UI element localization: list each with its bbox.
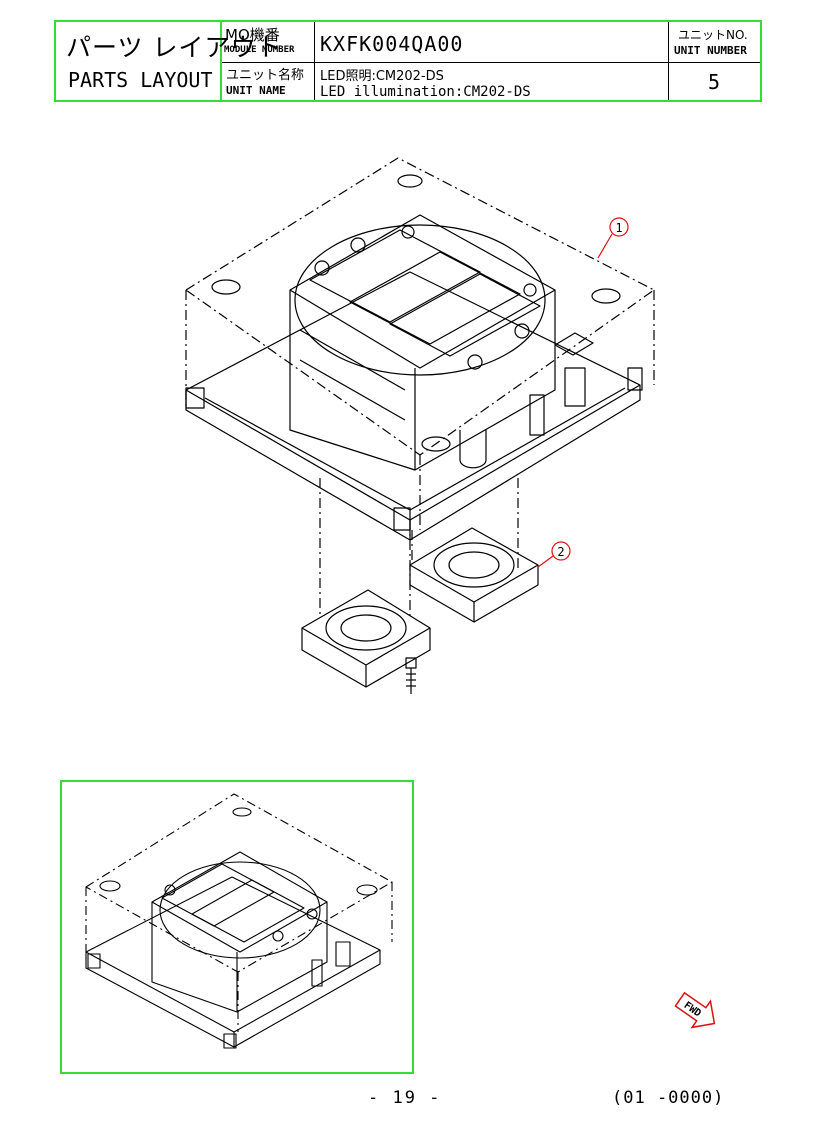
title-en: PARTS LAYOUT: [68, 68, 213, 92]
header-divider: [220, 22, 222, 100]
assembled-thumbnail-frame: [60, 780, 414, 1074]
unit-no-value: 5: [708, 70, 721, 94]
unit-no-label-en: UNIT NUMBER: [674, 44, 747, 57]
screw: [405, 657, 417, 694]
header-divider: [222, 62, 760, 63]
corner-posts: [185, 387, 411, 531]
mount-holes: [211, 174, 621, 452]
unit-name-label-jp: ユニット名称: [226, 68, 305, 83]
module-label-en: MODULE NUMBER: [224, 45, 295, 55]
header-table: パーツ レイアウト PARTS LAYOUT MO機番 MODULE NUMBE…: [54, 20, 762, 102]
header-divider: [314, 22, 315, 100]
header-divider: [668, 22, 669, 100]
enclosure-outline: [185, 157, 655, 530]
module-value: KXFK004QA00: [320, 32, 464, 56]
callout-2-label: 2: [557, 545, 564, 559]
document-code: (01 -0000): [612, 1088, 725, 1108]
right-brackets: [459, 332, 643, 469]
fan-upper: [409, 527, 539, 623]
fwd-arrow-icon: FWD: [674, 991, 716, 1029]
callout-2: [537, 541, 571, 568]
unit-name-label-en: UNIT NAME: [226, 84, 286, 97]
unit-name-en: LED illumination:CM202-DS: [320, 84, 531, 100]
assembled-thumbnail: [85, 793, 393, 1049]
page-number: - 19 -: [368, 1088, 442, 1108]
fan-guide-lines: [319, 478, 519, 618]
callout-1: [597, 217, 629, 259]
title-jp: パーツ レイアウト: [66, 33, 283, 62]
fan-lower: [301, 589, 431, 688]
led-module: [289, 214, 556, 471]
module-label-jp: MO機番: [225, 26, 280, 44]
unit-name-jp: LED照明:CM202-DS: [320, 69, 444, 84]
unit-no-label-jp: ユニットNO.: [678, 28, 748, 42]
callout-1-label: 1: [615, 221, 622, 235]
